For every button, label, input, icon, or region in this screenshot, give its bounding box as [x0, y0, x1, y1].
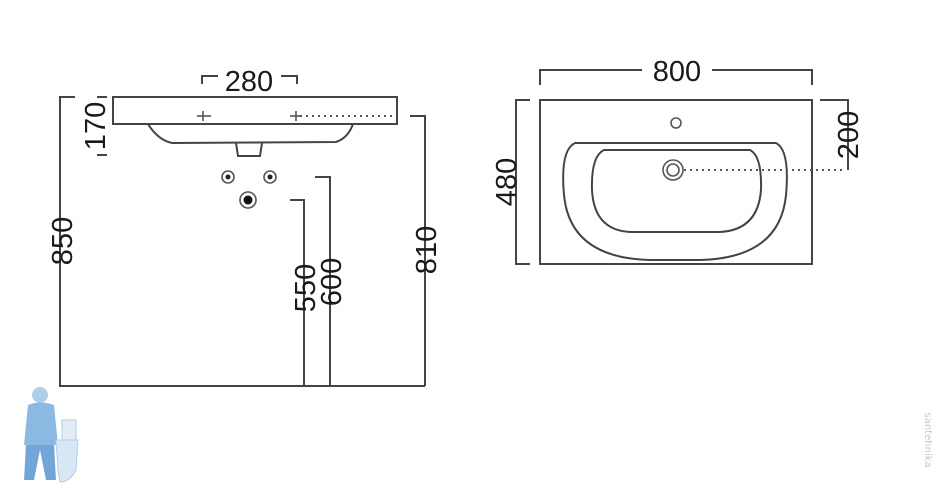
dim-line-800	[539, 69, 813, 85]
plumber-logo	[24, 387, 79, 483]
dim-line-170	[97, 96, 107, 156]
dim-label-200: 200	[833, 111, 865, 159]
tap-hole	[670, 117, 682, 129]
drain-hole	[662, 159, 684, 181]
tap-hole-marker-right	[290, 111, 300, 121]
dim-line-850	[59, 96, 425, 387]
basin-top-slab	[112, 96, 398, 125]
dim-label-550: 550	[290, 264, 322, 312]
basin-bowl-profile	[147, 123, 354, 145]
dim-line-280	[201, 75, 298, 84]
dim-label-280: 280	[225, 66, 273, 98]
dim-label-170: 170	[80, 102, 112, 150]
dim-label-800: 800	[653, 56, 701, 88]
bowl-outer-rim	[562, 142, 788, 261]
top-view: 800 480 200	[491, 56, 865, 265]
water-inlet-right	[263, 170, 277, 184]
dim-line-200	[820, 99, 849, 170]
dim-line-600	[315, 176, 331, 386]
drain-outlet	[235, 142, 263, 157]
dim-line-810	[410, 115, 426, 386]
countertop-outline	[539, 99, 813, 265]
dim-label-480: 480	[491, 158, 523, 206]
bowl-inner	[590, 149, 763, 233]
water-inlet-left	[221, 170, 235, 184]
dim-line-550	[290, 199, 305, 386]
watermark: santehnika	[922, 413, 933, 468]
dim-line-480	[515, 99, 530, 265]
drain-connection	[239, 191, 257, 209]
dim-label-810: 810	[411, 226, 443, 274]
dim-label-850: 850	[47, 217, 79, 265]
dim-label-600: 600	[316, 258, 348, 306]
tap-hole-marker-left	[197, 111, 211, 121]
side-view: 280 170 850 810 600 550	[47, 66, 443, 387]
